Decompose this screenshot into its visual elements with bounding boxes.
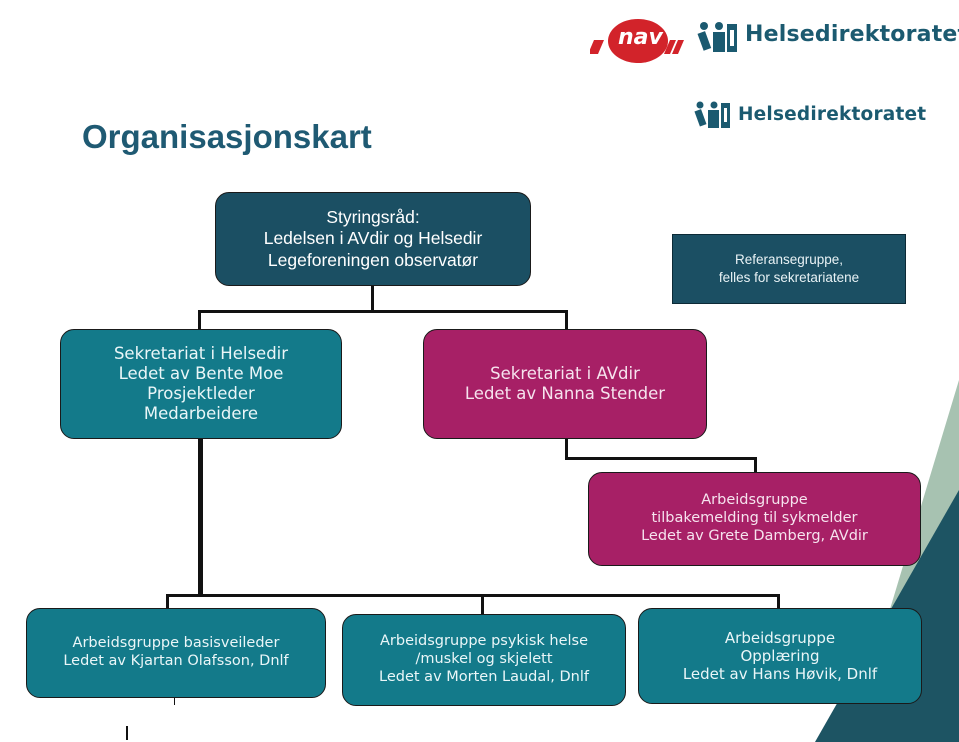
connector-line [166, 594, 780, 597]
referansegruppe-line-2: felles for sekretariatene [718, 270, 860, 285]
connector-line [565, 310, 568, 330]
arbeidsgruppe-opplaering-line-2: Opplæring [740, 646, 820, 665]
helsedirektoratet-logo-top-text: Helsedirektoratet [745, 22, 959, 47]
arbeidsgruppe-opplaering-box: Arbeidsgruppe Opplæring Ledet av Hans Hø… [638, 608, 922, 704]
styringsrad-box: Styringsråd: Ledelsen i AVdir og Helsedi… [215, 192, 531, 286]
arbeidsgruppe-psykisk-line-2: /muskel og skjelett [415, 651, 553, 668]
arbeidsgruppe-tilbakemelding-box: Arbeidsgruppe tilbakemelding til sykmeld… [588, 472, 921, 566]
styringsrad-line-3: Legeforeningen observatør [267, 249, 479, 270]
page-title: Organisasjonskart [82, 118, 372, 155]
arbeidsgruppe-psykisk-line-3: Ledet av Morten Laudal, Dnlf [379, 668, 589, 685]
connector-line [174, 697, 175, 705]
sekretariat-helsedir-line-3: Prosjektleder [147, 384, 255, 403]
styringsrad-line-1: Styringsråd: [326, 206, 420, 227]
arbeidsgruppe-psykisk-line-1: Arbeidsgruppe psykisk helse [379, 633, 589, 650]
arbeidsgruppe-tilbakemelding-line-3: Ledet av Grete Damberg, AVdir [641, 527, 868, 544]
connector-line [777, 594, 780, 610]
sekretariat-avdir-box: Sekretariat i AVdir Ledet av Nanna Stend… [423, 329, 707, 439]
helsedirektoratet-logo-second-text: Helsedirektoratet [738, 104, 927, 125]
arbeidsgruppe-tilbakemelding-line-2: tilbakemelding til sykmelder [651, 510, 858, 527]
styringsrad-line-2: Ledelsen i AVdir og Helsedir [263, 228, 483, 249]
connector-line [198, 310, 201, 330]
sekretariat-avdir-line-2: Ledet av Nanna Stender [464, 384, 666, 403]
sekretariat-avdir-line-1: Sekretariat i AVdir [490, 363, 640, 383]
helsedirektoratet-logo-second: Helsedirektoratet [694, 100, 927, 132]
helsedirektoratet-emblem-icon [697, 22, 737, 52]
helsedirektoratet-logo-top: Helsedirektoratet [697, 20, 959, 56]
connector-line [565, 437, 568, 459]
sekretariat-helsedir-line-1: Sekretariat i Helsedir [113, 343, 289, 363]
helsedirektoratet-emblem-icon [694, 101, 730, 128]
nav-logo-mark [588, 19, 684, 63]
arbeidsgruppe-tilbakemelding-line-1: Arbeidsgruppe [701, 492, 808, 509]
connector-line [754, 457, 757, 473]
connector-line [198, 437, 203, 597]
arbeidsgruppe-opplaering-line-3: Ledet av Hans Høvik, Dnlf [682, 665, 878, 684]
connector-line [126, 726, 128, 740]
referansegruppe-box: Referansegruppe, felles for sekretariate… [672, 234, 906, 304]
sekretariat-helsedir-line-2: Ledet av Bente Moe [118, 363, 284, 383]
arbeidsgruppe-basisveileder-box: Arbeidsgruppe basisveileder Ledet av Kja… [26, 608, 326, 698]
nav-logo: nav [588, 10, 690, 64]
arbeidsgruppe-basisveileder-line-2: Ledet av Kjartan Olafsson, Dnlf [63, 653, 289, 669]
sekretariat-helsedir-line-4: Medarbeidere [143, 404, 259, 424]
referansegruppe-line-1: Referansegruppe, [734, 252, 844, 268]
nav-logo-text: nav [618, 25, 663, 50]
sekretariat-helsedir-box: Sekretariat i Helsedir Ledet av Bente Mo… [60, 329, 342, 439]
connector-line [565, 457, 757, 460]
connector-line [371, 286, 374, 312]
connector-line [481, 594, 484, 614]
arbeidsgruppe-basisveileder-line-1: Arbeidsgruppe basisveileder [72, 635, 280, 652]
arbeidsgruppe-psykisk-box: Arbeidsgruppe psykisk helse /muskel og s… [342, 614, 626, 706]
arbeidsgruppe-opplaering-line-1: Arbeidsgruppe [724, 628, 836, 647]
connector-line [166, 594, 169, 610]
connector-line [198, 310, 568, 313]
